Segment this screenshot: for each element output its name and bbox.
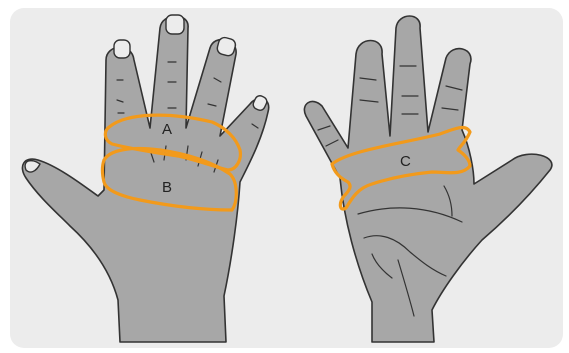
- left-index-nail: [114, 40, 130, 58]
- label-a: A: [162, 121, 172, 138]
- left-middle-nail: [166, 15, 184, 34]
- label-b: B: [162, 179, 172, 196]
- right-hand-palm: C: [304, 16, 552, 342]
- label-c: C: [400, 153, 411, 170]
- left-hand-back: A B: [22, 15, 268, 342]
